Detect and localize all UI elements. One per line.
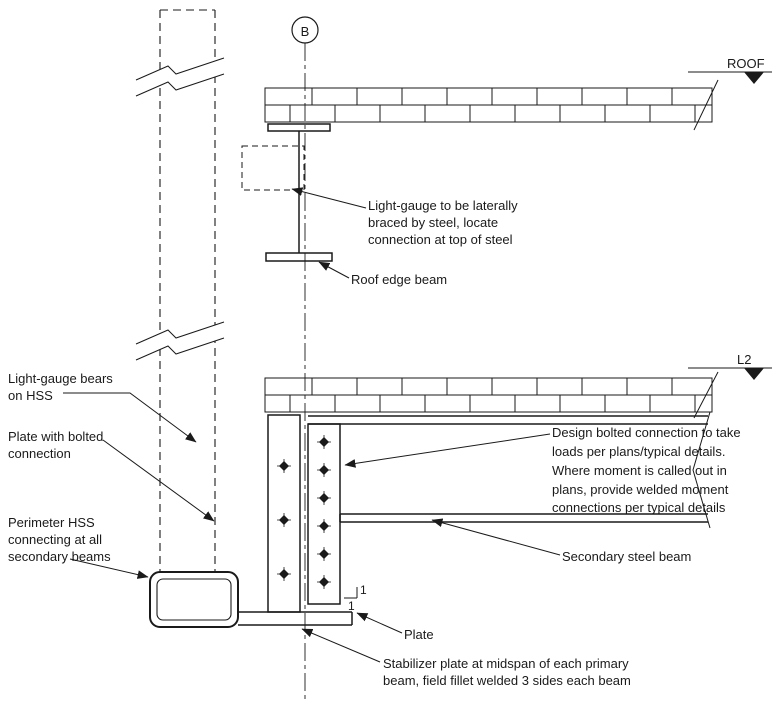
label-stabilizer: Stabilizer plate at midspan of each prim… — [383, 656, 631, 689]
light-gauge-dashed-box — [241, 145, 305, 191]
label-design-bolted: Design bolted connection to take loads p… — [552, 425, 741, 516]
grid-bubble-circle — [291, 16, 319, 44]
leader-light-gauge-braced — [291, 187, 367, 209]
label-plate: Plate — [404, 627, 434, 642]
weld-slope-top-number: 1 — [360, 583, 367, 597]
leader-stabilizer — [301, 628, 381, 663]
bolts — [276, 434, 332, 590]
deck-break-line — [693, 79, 719, 131]
leader-lines — [63, 187, 561, 663]
perimeter-hss — [149, 571, 239, 628]
roof-deck — [264, 79, 719, 131]
beam-break-line — [692, 411, 711, 529]
label-light-gauge-braced: Light-gauge to be laterally braced by st… — [368, 198, 518, 248]
leader-light-gauge-bears — [63, 392, 197, 443]
weld-slope-bottom-number: 1 — [348, 599, 355, 613]
leader-design-bolted — [344, 433, 551, 468]
deck-break-line — [693, 371, 719, 419]
roof-datum-triangle — [744, 72, 764, 84]
roof-edge-beam-section — [241, 123, 333, 262]
leader-perimeter-hss — [69, 558, 149, 579]
label-plate-bolted: Plate with bolted connection — [8, 429, 104, 462]
break-symbol-top — [135, 57, 225, 97]
leader-plate — [356, 612, 403, 634]
break-symbol-middle — [135, 321, 225, 361]
leader-secondary-beam — [431, 518, 561, 556]
leader-plate-bolted — [102, 439, 215, 522]
roof-level-label: ROOF — [727, 56, 765, 71]
beam-bottom-flange — [265, 252, 333, 262]
connection-plate-right — [307, 423, 341, 605]
l2-datum — [688, 367, 772, 380]
beam-top-flange — [267, 123, 331, 132]
weld-slope-symbol — [344, 587, 358, 599]
label-roof-edge-beam: Roof edge beam — [351, 272, 448, 287]
label-light-gauge-bears: Light-gauge bears on HSS — [8, 371, 113, 404]
l2-datum-triangle — [744, 368, 764, 380]
label-secondary-beam: Secondary steel beam — [562, 549, 692, 564]
leader-roof-edge-beam — [318, 261, 350, 279]
l2-level-label: L2 — [737, 352, 752, 367]
light-gauge-wall-dashed-lines — [159, 9, 216, 572]
stabilizer-plate — [238, 611, 353, 626]
grid-bubble-label: B — [300, 24, 310, 39]
roof-datum — [688, 71, 772, 84]
label-perimeter-hss: Perimeter HSS connecting at all secondar… — [8, 515, 111, 565]
bolted-connection-plates — [267, 414, 341, 613]
l2-deck — [264, 371, 719, 419]
